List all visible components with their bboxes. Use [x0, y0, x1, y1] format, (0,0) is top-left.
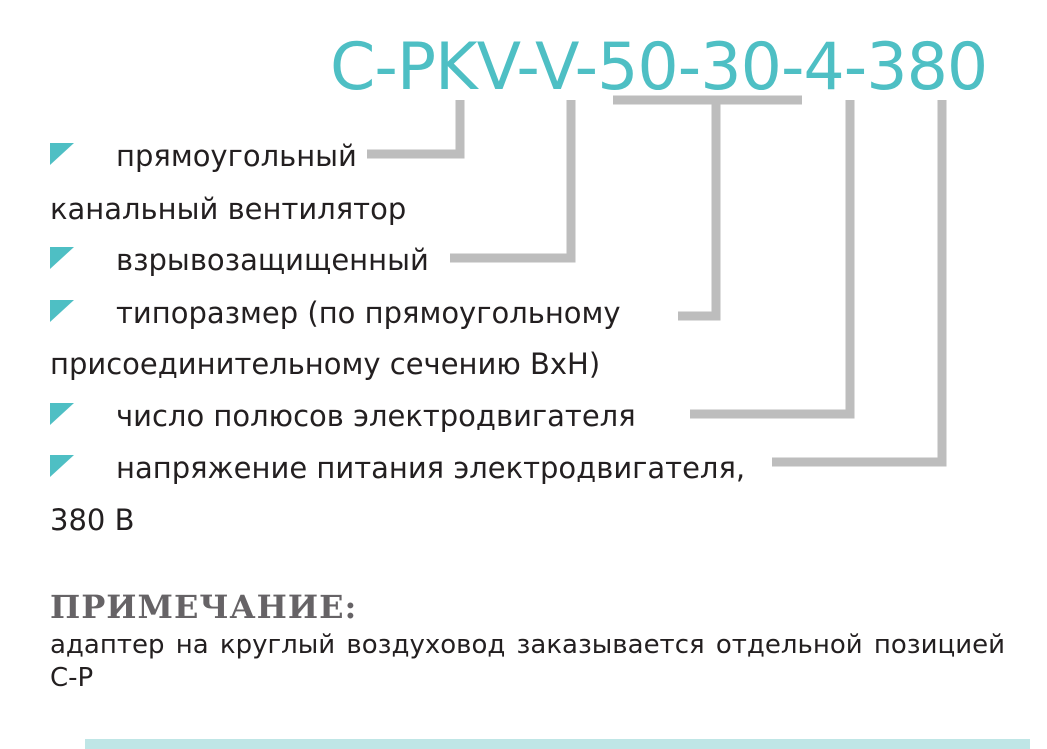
bottom-divider	[85, 739, 1030, 749]
model-code: C-PKV-V-50-30-4-380	[330, 30, 988, 105]
item-text: типоразмер (по прямоугольному	[116, 296, 621, 330]
item-continuation-text: канальный вентилятор	[50, 192, 407, 226]
list-item-continuation: канальный вентилятор	[50, 191, 406, 227]
item-continuation-text: присоединительному сечению ВхН)	[50, 347, 601, 381]
connector-line-poles	[690, 100, 855, 419]
connector-line-explosion-proof	[450, 100, 576, 263]
triangle-bullet-icon	[50, 300, 74, 322]
triangle-bullet-icon	[50, 247, 74, 269]
connector-line-size	[678, 100, 721, 321]
item-text: прямоугольный	[116, 139, 357, 173]
triangle-bullet-icon	[50, 455, 74, 477]
item-text: взрывозащищенный	[116, 243, 429, 277]
note-text: адаптер на круглый воздуховод заказывает…	[50, 630, 1005, 693]
connector-line-voltage	[772, 100, 947, 467]
triangle-bullet-icon	[50, 403, 74, 425]
connector-line-type	[367, 100, 465, 159]
item-text: напряжение питания электродвигателя,	[116, 451, 746, 485]
list-item-continuation: присоединительному сечению ВхН)	[50, 346, 600, 382]
item-text: число полюсов электродвигателя	[116, 399, 636, 433]
triangle-bullet-icon	[50, 143, 74, 165]
item-continuation-text: 380 В	[50, 503, 135, 537]
note-title: ПРИМЕЧАНИЕ:	[50, 588, 358, 626]
list-item-continuation: 380 В	[50, 502, 134, 538]
